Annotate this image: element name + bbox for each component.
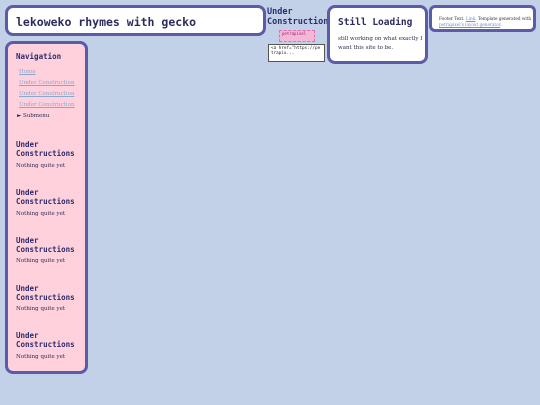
footer-text: Footer Text. Link. Template generated wi…: [439, 16, 532, 27]
footer-link[interactable]: Link: [465, 16, 476, 21]
section-heading: Under Constructions: [16, 236, 75, 254]
section-text: Nothing quite yet: [16, 354, 66, 360]
footer-panel: Footer Text. Link. Template generated wi…: [429, 5, 536, 32]
section-text: Nothing quite yet: [16, 163, 66, 169]
section-heading: Under Constructions: [16, 284, 75, 302]
section-text: Nothing quite yet: [16, 258, 66, 264]
nav-link-home[interactable]: Home: [19, 69, 36, 75]
still-loading-text: still working on what exactly I want thi…: [338, 36, 423, 51]
under-construction-widget: Under Construction petrapixel <a href="h…: [267, 7, 329, 62]
nav-link-under-construction-1[interactable]: Under Construction: [19, 80, 75, 86]
sidebar: Navigation Home Under Construction Under…: [5, 41, 88, 374]
section-heading: Under Constructions: [16, 188, 75, 206]
embed-code-textbox[interactable]: <a href="https://petrapix...: [268, 44, 325, 62]
nav-link-under-construction-2[interactable]: Under Construction: [19, 91, 75, 97]
layout-generator-link[interactable]: petrapixel's layout generator: [439, 22, 501, 27]
under-construction-title: Under Construction: [267, 7, 329, 27]
section-heading: Under Constructions: [16, 140, 75, 158]
section-text: Nothing quite yet: [16, 211, 66, 217]
site-header: lekoweko rhymes with gecko: [5, 5, 266, 36]
submenu-toggle[interactable]: ► Submenu: [17, 113, 50, 119]
section-text: Nothing quite yet: [16, 306, 66, 312]
still-loading-heading: Still Loading: [338, 17, 413, 28]
section-heading: Under Constructions: [16, 331, 75, 349]
site-title: lekoweko rhymes with gecko: [16, 15, 197, 29]
still-loading-panel: Still Loading still working on what exac…: [327, 5, 428, 64]
petrapixel-badge[interactable]: petrapixel: [279, 30, 315, 42]
nav-link-under-construction-3[interactable]: Under Construction: [19, 102, 75, 108]
navigation-heading: Navigation: [16, 52, 62, 61]
